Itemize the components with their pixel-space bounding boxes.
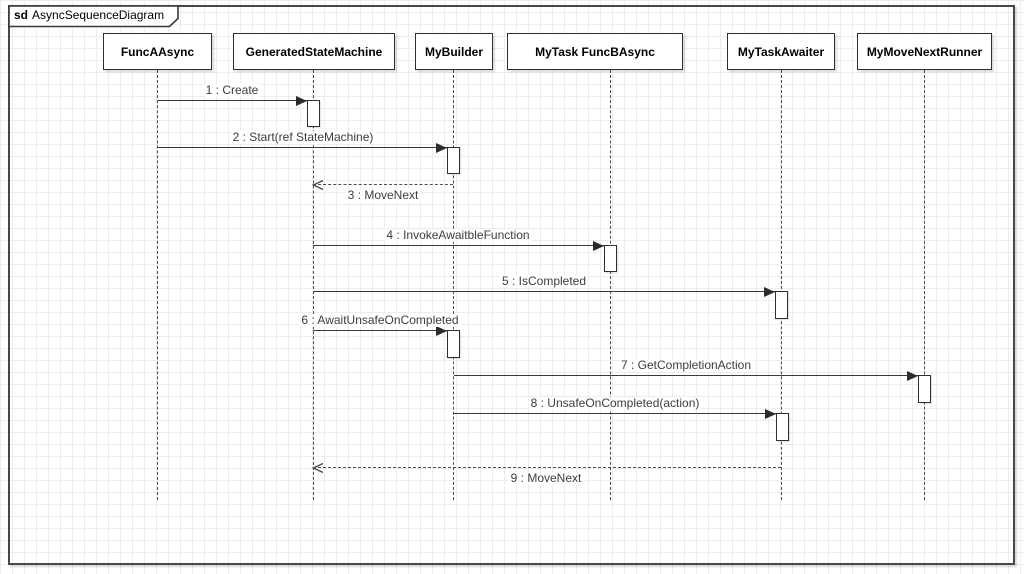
lifeline-head-funcaasync[interactable]: FuncAAsync: [103, 33, 212, 70]
message-label: 3 : MoveNext: [345, 188, 421, 202]
message-label: 1 : Create: [203, 83, 261, 97]
sd-frame[interactable]: [8, 5, 1015, 565]
open-arrowhead-icon: [312, 179, 324, 191]
message-label: 6 : AwaitUnsafeOnCompleted: [299, 313, 461, 327]
filled-arrowhead-icon: [764, 287, 775, 297]
lifeline-label: MyMoveNextRunner: [866, 44, 983, 59]
activation-bar-mymovenextrunner[interactable]: [918, 375, 931, 403]
filled-arrowhead-icon: [593, 241, 604, 251]
message-line: [313, 245, 604, 246]
activation-bar-generatedstatemachine[interactable]: [307, 100, 320, 127]
activation-bar-mytaskawaiter-1[interactable]: [775, 291, 788, 319]
lifeline-label: FuncAAsync: [120, 44, 195, 59]
lifeline-head-mytaskawaiter[interactable]: MyTaskAwaiter: [727, 33, 835, 70]
lifeline-mybuilder: [453, 70, 454, 500]
lifeline-generatedstatemachine: [313, 70, 314, 500]
lifeline-funcaasync: [157, 70, 158, 500]
filled-arrowhead-icon: [296, 96, 307, 106]
message-line: [454, 375, 918, 376]
lifeline-head-mybuilder[interactable]: MyBuilder: [415, 33, 493, 70]
filled-arrowhead-icon: [436, 143, 447, 153]
lifeline-label: GeneratedStateMachine: [245, 44, 383, 59]
lifeline-head-mytask-funcbasync[interactable]: MyTask FuncBAsync: [507, 33, 683, 70]
frame-title: AsyncSequenceDiagram: [32, 8, 165, 22]
lifeline-mytaskawaiter: [781, 70, 782, 500]
message-label: 2 : Start(ref StateMachine): [230, 130, 376, 144]
filled-arrowhead-icon: [765, 409, 776, 419]
lifeline-label: MyBuilder: [424, 44, 483, 59]
message-label: 4 : InvokeAwaitbleFunction: [384, 228, 532, 242]
message-line: [313, 330, 447, 331]
activation-bar-mytask-funcbasync[interactable]: [604, 245, 617, 272]
message-line: [454, 413, 776, 414]
activation-bar-mybuilder-2[interactable]: [447, 330, 460, 358]
lifeline-label: MyTask FuncBAsync: [535, 44, 655, 59]
lifeline-head-mymovenextrunner[interactable]: MyMoveNextRunner: [857, 33, 992, 70]
message-label: 8 : UnsafeOnCompleted(action): [528, 396, 702, 410]
activation-bar-mybuilder-1[interactable]: [447, 147, 460, 174]
message-line: [313, 291, 775, 292]
message-label: 7 : GetCompletionAction: [618, 358, 754, 372]
frame-keyword: sd: [14, 8, 29, 22]
filled-arrowhead-icon: [436, 326, 447, 336]
message-line: [313, 467, 781, 468]
lifeline-head-generatedstatemachine[interactable]: GeneratedStateMachine: [233, 33, 395, 70]
message-line: [158, 100, 307, 101]
activation-bar-mytaskawaiter-2[interactable]: [776, 413, 789, 441]
lifeline-mymovenextrunner: [924, 70, 925, 500]
message-label: 5 : IsCompleted: [499, 274, 589, 288]
lifeline-mytask-funcbasync: [610, 70, 611, 500]
message-label: 9 : MoveNext: [508, 471, 584, 485]
lifeline-label: MyTaskAwaiter: [737, 44, 825, 59]
message-line: [313, 184, 453, 185]
open-arrowhead-icon: [312, 462, 324, 474]
message-line: [158, 147, 447, 148]
frame-tab: [8, 5, 179, 28]
filled-arrowhead-icon: [907, 371, 918, 381]
